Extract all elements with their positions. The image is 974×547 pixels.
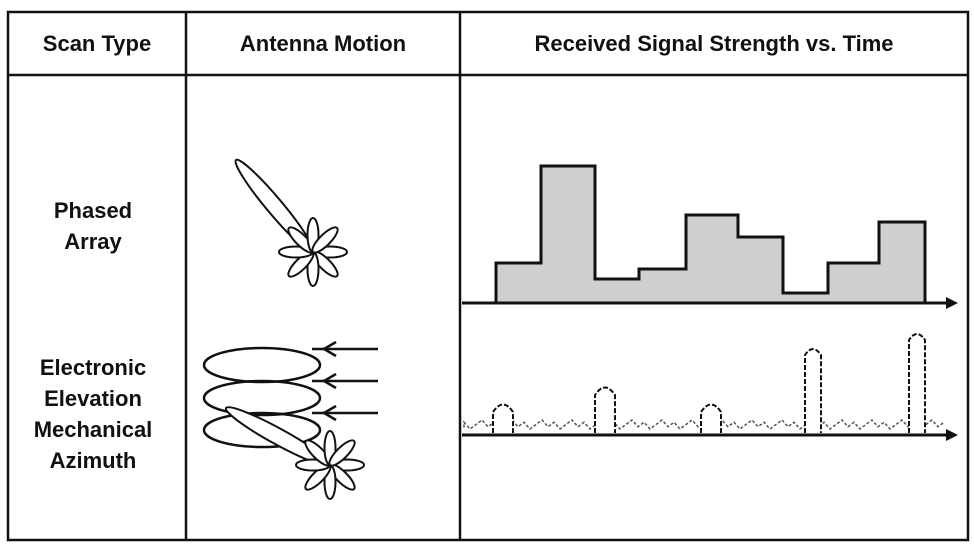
header-scan-type: Scan Type — [42, 31, 152, 56]
arrowhead-icon — [321, 404, 337, 422]
signal-bar — [879, 222, 925, 303]
scan-type-electronic-mechanical: Electronic Elevation Mechanical Azimuth — [8, 352, 178, 476]
rotation-ring — [202, 379, 322, 417]
label-line: Elevation — [44, 386, 142, 411]
axis-arrow-icon — [946, 297, 958, 309]
mechanical-scan-signal-chart — [462, 333, 958, 441]
side-lobe — [328, 439, 356, 467]
header-signal-strength: Received Signal Strength vs. Time — [534, 31, 894, 56]
phased-array-antenna-icon — [234, 158, 348, 287]
arrowhead-icon — [321, 340, 337, 358]
signal-peak — [908, 333, 926, 433]
signal-bar — [828, 263, 879, 303]
phased-array-signal-chart — [462, 164, 958, 309]
signal-bar — [738, 237, 783, 303]
signal-bar — [496, 263, 541, 303]
signal-peak — [594, 386, 616, 433]
rotating-antenna-icon — [202, 340, 378, 500]
signal-bar — [541, 166, 595, 303]
header-antenna-motion: Antenna Motion — [239, 31, 407, 56]
scan-type-phased-array: Phased Array — [8, 195, 178, 257]
label-line: Array — [64, 229, 122, 254]
label-line: Phased — [53, 198, 133, 223]
label-line: Mechanical — [33, 417, 153, 442]
arrowhead-icon — [321, 372, 337, 390]
rotation-ring — [202, 411, 322, 449]
label-line: Azimuth — [49, 448, 137, 473]
signal-peak — [492, 403, 514, 433]
signal-bar — [639, 269, 686, 303]
signal-bar — [783, 293, 828, 303]
rotation-ring — [202, 346, 322, 384]
signal-bar — [595, 279, 639, 303]
signal-outline — [494, 164, 927, 303]
axis-arrow-icon — [946, 429, 958, 441]
label-line: Electronic — [39, 355, 147, 380]
signal-bar — [686, 215, 738, 303]
signal-peak — [700, 403, 722, 433]
signal-peak — [804, 348, 822, 433]
side-lobe — [311, 226, 339, 254]
table-border — [6, 10, 970, 542]
